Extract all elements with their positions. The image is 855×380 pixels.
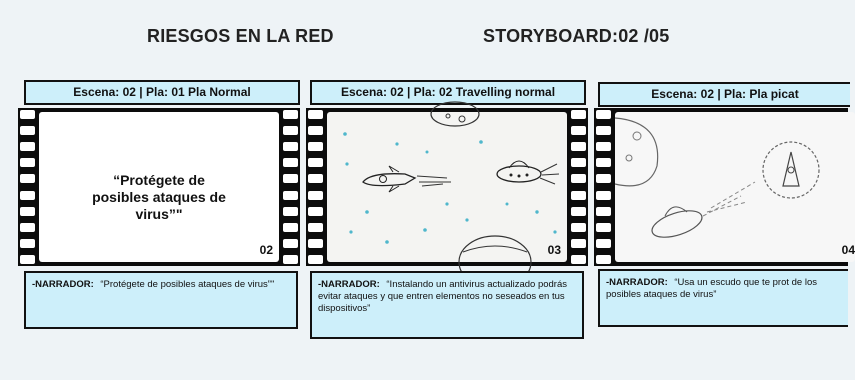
space-sketch-illustration [343,101,560,289]
film-holes-left [596,110,611,264]
narrator-box-3: -NARRADOR: “Usa un escudo que te prot de… [598,269,848,327]
frame-number: 02 [259,243,273,257]
narrator-label: -NARRADOR: [606,277,668,288]
narrator-text: “Instalando un antivirus actualizado pod… [318,279,568,314]
film-holes-right [571,110,586,264]
narrator-text: “Usa un escudo que te prot de los posibl… [606,277,817,300]
frame-number: 03 [547,243,561,257]
film-strip-1: “Protégete de posibles ataques de virus”… [18,108,300,266]
film-strip-2: 03 [306,101,588,289]
storyboard-counter: STORYBOARD:02 /05 [483,26,670,46]
film-strip-3: 04 [594,108,855,266]
frame-number: 04 [841,243,855,257]
film-holes-left [20,110,35,264]
scene-label-2: Escena: 02 | Pla: 02 Travelling normal [310,80,586,105]
narrator-label: -NARRADOR: [318,279,380,290]
film-frame-2: 03 [327,101,567,289]
page-title: RIESGOS EN LA RED [147,26,334,46]
narrator-box-1: -NARRADOR: “Protégete de posibles ataque… [24,271,298,329]
narrator-box-2: -NARRADOR: “Instalando un antivirus actu… [310,271,584,339]
narrator-label: -NARRADOR: [32,279,94,290]
scene-label-3: Escena: 02 | Pla: Pla picat [598,82,850,107]
film-frame-1: “Protégete de posibles ataques de virus”… [39,112,279,262]
film-holes-left [308,110,323,264]
film-frame-3: 04 [614,112,855,262]
space-sketch-illustration [614,117,820,238]
scene-label-1: Escena: 02 | Pla: 01 Pla Normal [24,80,300,105]
narrator-text: “Protégete de posibles ataques de virus”… [100,279,275,290]
film-holes-right [283,110,298,264]
frame-quote: “Protégete de posibles ataques de virus”… [92,172,226,222]
